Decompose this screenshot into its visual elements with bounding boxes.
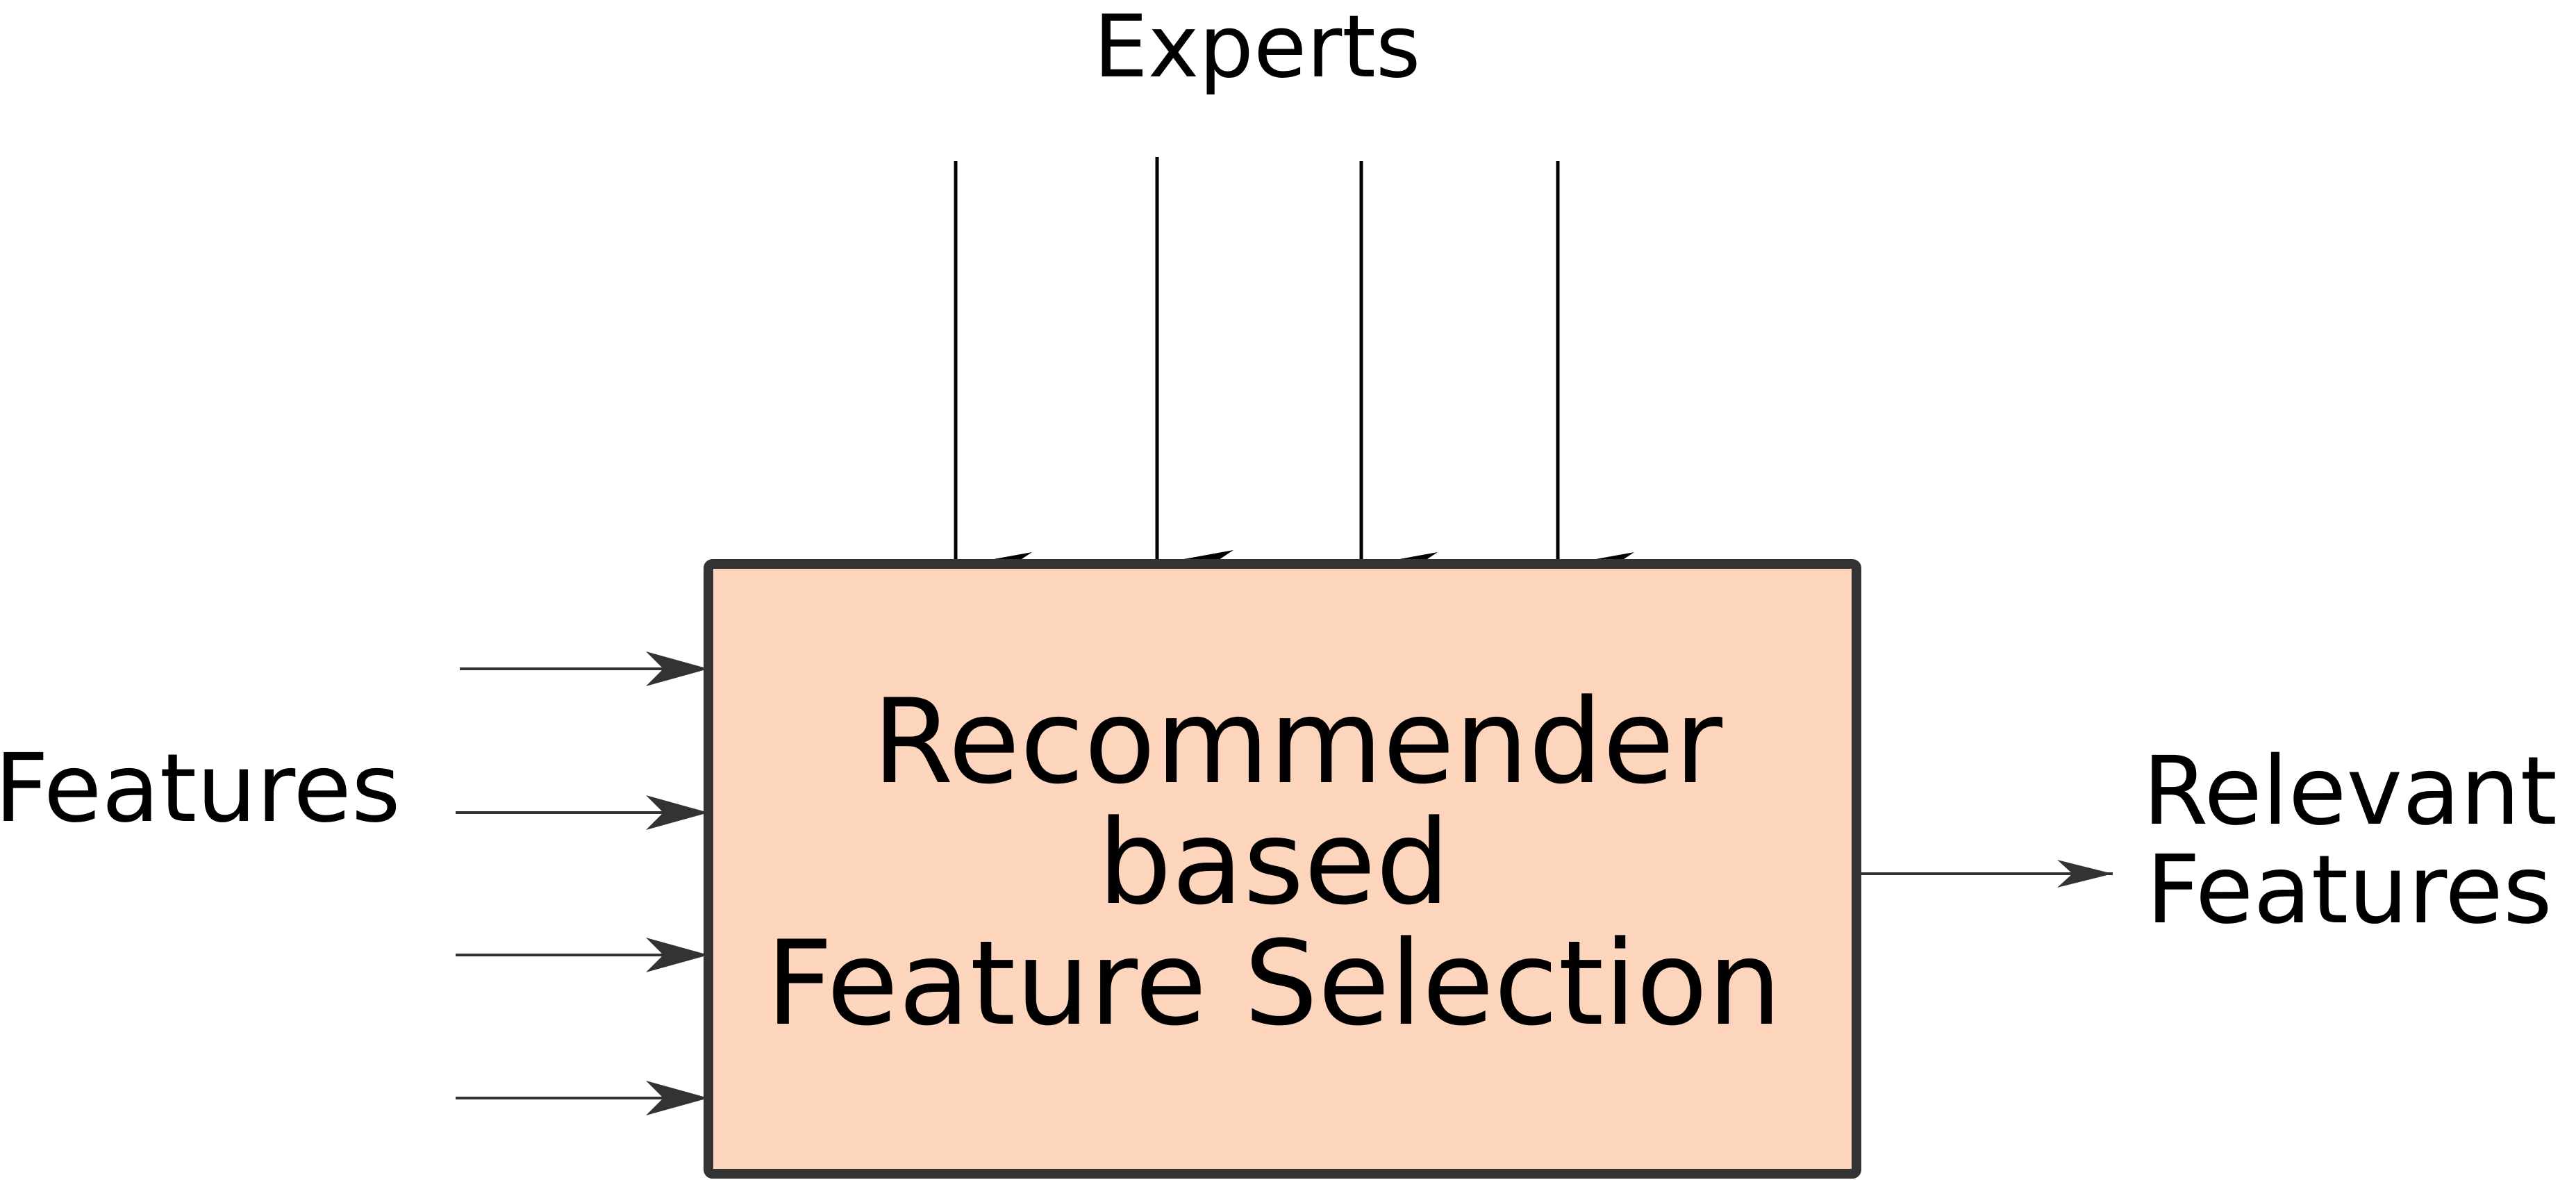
box-label-line: Recommender xyxy=(872,674,1723,810)
output-label-line: Relevant xyxy=(2143,737,2557,847)
process-box xyxy=(704,559,1861,1179)
box-label-line: Feature Selection xyxy=(766,915,1781,1052)
feature-arrows xyxy=(456,651,708,1115)
expert-arrows xyxy=(954,157,1634,580)
output-label: Relevant Features xyxy=(2143,737,2557,945)
process-box-label: Recommender based Feature Selection xyxy=(766,674,1781,1052)
output-label-line: Features xyxy=(2146,836,2552,945)
features-input-label: Features xyxy=(0,734,401,844)
box-label-line: based xyxy=(1097,795,1449,931)
diagram-title: Experts xyxy=(1094,0,1421,97)
